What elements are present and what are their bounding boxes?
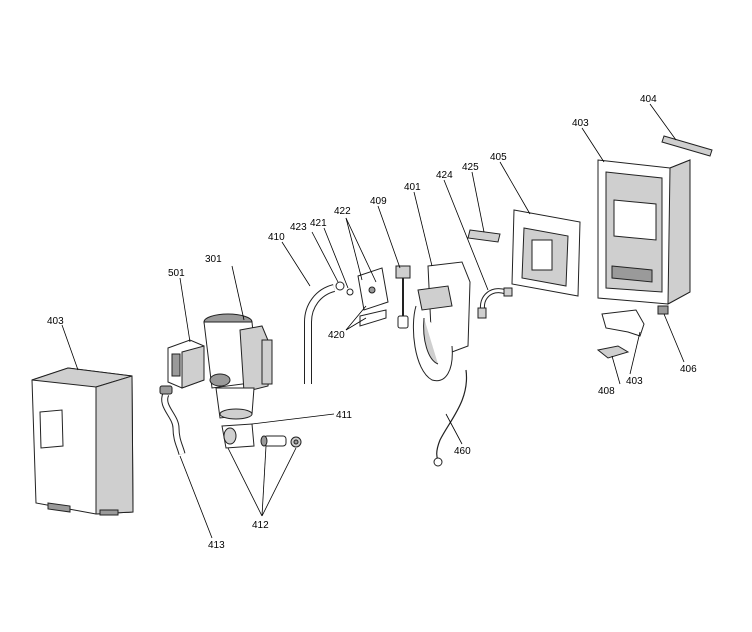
label-403-left: 403 [47,316,64,327]
bracket-403-small [601,309,645,337]
cable-460 [433,369,468,467]
label-408: 408 [598,386,615,397]
label-406: 406 [680,364,697,375]
tank-401 [412,261,471,382]
pipe-410 [304,284,336,384]
rings-421-423 [335,281,354,296]
part-labels: 403 501 301 410 423 421 422 420 409 401 … [47,94,697,551]
label-423: 423 [290,222,307,233]
label-501: 501 [168,268,185,279]
block-408 [596,345,630,359]
fittings-412 [260,435,302,448]
sensor-409 [395,265,411,329]
valve-411 [221,423,255,449]
rail-404 [661,135,713,157]
label-410: 410 [268,232,285,243]
label-301: 301 [205,254,222,265]
panel-405 [511,209,581,297]
label-422: 422 [334,206,351,217]
label-404: 404 [640,94,657,105]
label-405: 405 [490,152,507,163]
label-409: 409 [370,196,387,207]
label-403-top: 403 [572,118,589,129]
label-424: 424 [436,170,453,181]
label-421: 421 [310,218,327,229]
leader-lines [61,103,685,539]
front-cover-403 [31,367,134,516]
label-401: 401 [404,182,421,193]
label-413: 413 [208,540,225,551]
bracket-420 [357,267,389,327]
housing-403 [597,159,691,305]
part-501 [167,339,205,389]
label-425: 425 [462,162,479,173]
label-411: 411 [336,410,352,421]
hose-413 [159,385,186,455]
label-403-bottom: 403 [626,376,643,387]
label-460: 460 [454,446,471,457]
hose-424 [477,287,513,319]
pump-301 [203,313,273,420]
part-425 [467,229,501,243]
label-420: 420 [328,330,345,341]
label-412: 412 [252,520,269,531]
foot-406 [657,305,669,315]
